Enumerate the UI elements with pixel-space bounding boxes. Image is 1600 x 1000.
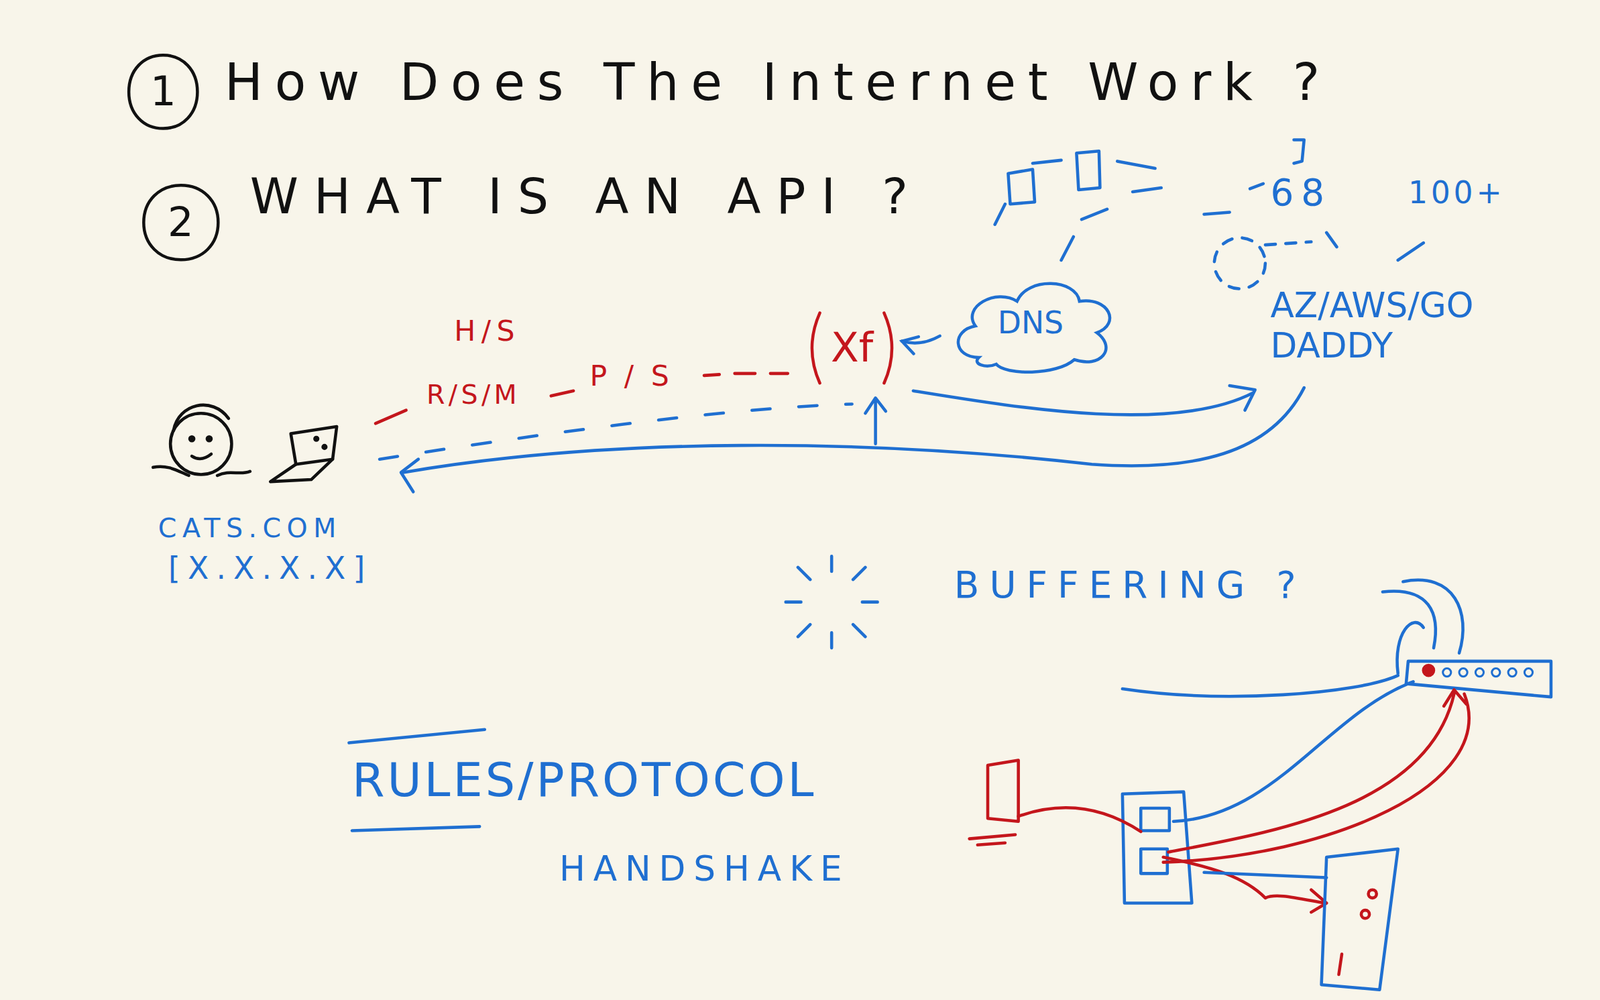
handwritten-label: BUFFERING ? [954, 563, 1307, 607]
sketch-stroke [314, 437, 318, 441]
sketch-stroke [1163, 689, 1470, 862]
loading-spinner [785, 555, 878, 648]
sketch-stroke [1524, 668, 1533, 677]
arrowhead [901, 336, 919, 354]
sketch-stroke [1122, 675, 1399, 697]
node-text: 1 [150, 69, 177, 114]
sketch-stroke [1076, 150, 1100, 190]
handwritten-label: AZ/AWS/GO DADDY [1270, 285, 1525, 366]
sketch-stroke [1475, 668, 1484, 677]
sketch-stroke [1293, 139, 1304, 163]
circle-stroke [128, 54, 198, 129]
sketch-stroke [1321, 848, 1399, 990]
sketch-stroke [995, 160, 1162, 261]
servers [995, 139, 1424, 289]
handwritten-label: RULES/PROTOCOL [352, 753, 817, 808]
sketch-stroke [1443, 668, 1452, 677]
handwritten-label: 68 [1270, 171, 1332, 214]
sketch-stroke [1007, 169, 1035, 205]
bracket-node: Xf [806, 309, 898, 387]
handwritten-label: WHAT IS AN API ? [250, 168, 924, 225]
sketch-stroke [1423, 665, 1434, 676]
sketch-stroke [1265, 242, 1311, 246]
cloud-stroke [957, 283, 1110, 373]
sketch-stroke [1204, 872, 1328, 878]
handwritten-label: HANDSHAKE [559, 848, 851, 889]
sketch-stroke [1018, 807, 1142, 832]
sketch-stroke [865, 397, 886, 444]
cloud-node: DNS [944, 267, 1118, 380]
number-circle: 2 [142, 183, 220, 262]
sketch-stroke [207, 436, 212, 441]
sketch-stroke [1443, 668, 1533, 677]
sketch-stroke [1508, 668, 1517, 677]
handwritten-label: H/S [453, 314, 521, 348]
sketch-stroke [173, 405, 229, 431]
node-text: Xf [830, 325, 874, 371]
sketch-stroke [1173, 681, 1414, 821]
sketch-stroke [1406, 661, 1552, 697]
sketch-stroke [1338, 954, 1342, 975]
sketch-stroke [913, 390, 1254, 416]
sketch-stroke [1492, 668, 1501, 677]
handwritten-label: P/S [590, 359, 687, 393]
sketch-stroke [1368, 889, 1377, 898]
sketch-stroke [403, 387, 1305, 473]
handwritten-label: CATS.COM [158, 512, 342, 544]
sketch-stroke [1229, 385, 1256, 411]
connector [901, 335, 941, 355]
sketch-stroke [170, 413, 232, 475]
handwritten-label: R/S/M [426, 379, 521, 410]
sketch-stroke [551, 390, 574, 397]
sketch-stroke [191, 453, 212, 459]
handwritten-label: How Does The Internet Work ? [224, 52, 1332, 112]
sketch-stroke [1163, 856, 1327, 912]
laptop [270, 426, 337, 482]
node-text: 2 [167, 199, 194, 245]
handwritten-label: 100+ [1408, 175, 1506, 212]
sketch-stroke [291, 426, 337, 465]
circle-stroke [143, 185, 218, 260]
sketch-stroke [379, 403, 853, 459]
sketch-stroke [785, 555, 878, 648]
sketch-stroke [1122, 791, 1192, 904]
request-path [375, 373, 788, 424]
sketch-stroke [401, 459, 419, 493]
sketch-stroke [189, 436, 194, 441]
number-circle: 1 [127, 53, 200, 131]
sketch-stroke [704, 373, 788, 376]
sketch-stroke [152, 466, 251, 476]
sketch-stroke [1397, 622, 1424, 674]
home-network [969, 580, 1552, 990]
sketch-stroke [270, 459, 333, 482]
sketch-stroke [1459, 668, 1468, 677]
sketch-stroke [323, 445, 327, 449]
sketch-stroke [375, 410, 407, 424]
parens-stroke [812, 313, 892, 384]
sketch-stroke [969, 759, 1019, 845]
handwritten-label: [X.X.X.X] [168, 551, 373, 587]
sketch-stroke [1382, 580, 1464, 654]
sketch-stroke [1361, 909, 1370, 919]
sketch-stroke [1214, 237, 1266, 289]
person [152, 405, 251, 476]
node-text: DNS [997, 306, 1064, 340]
